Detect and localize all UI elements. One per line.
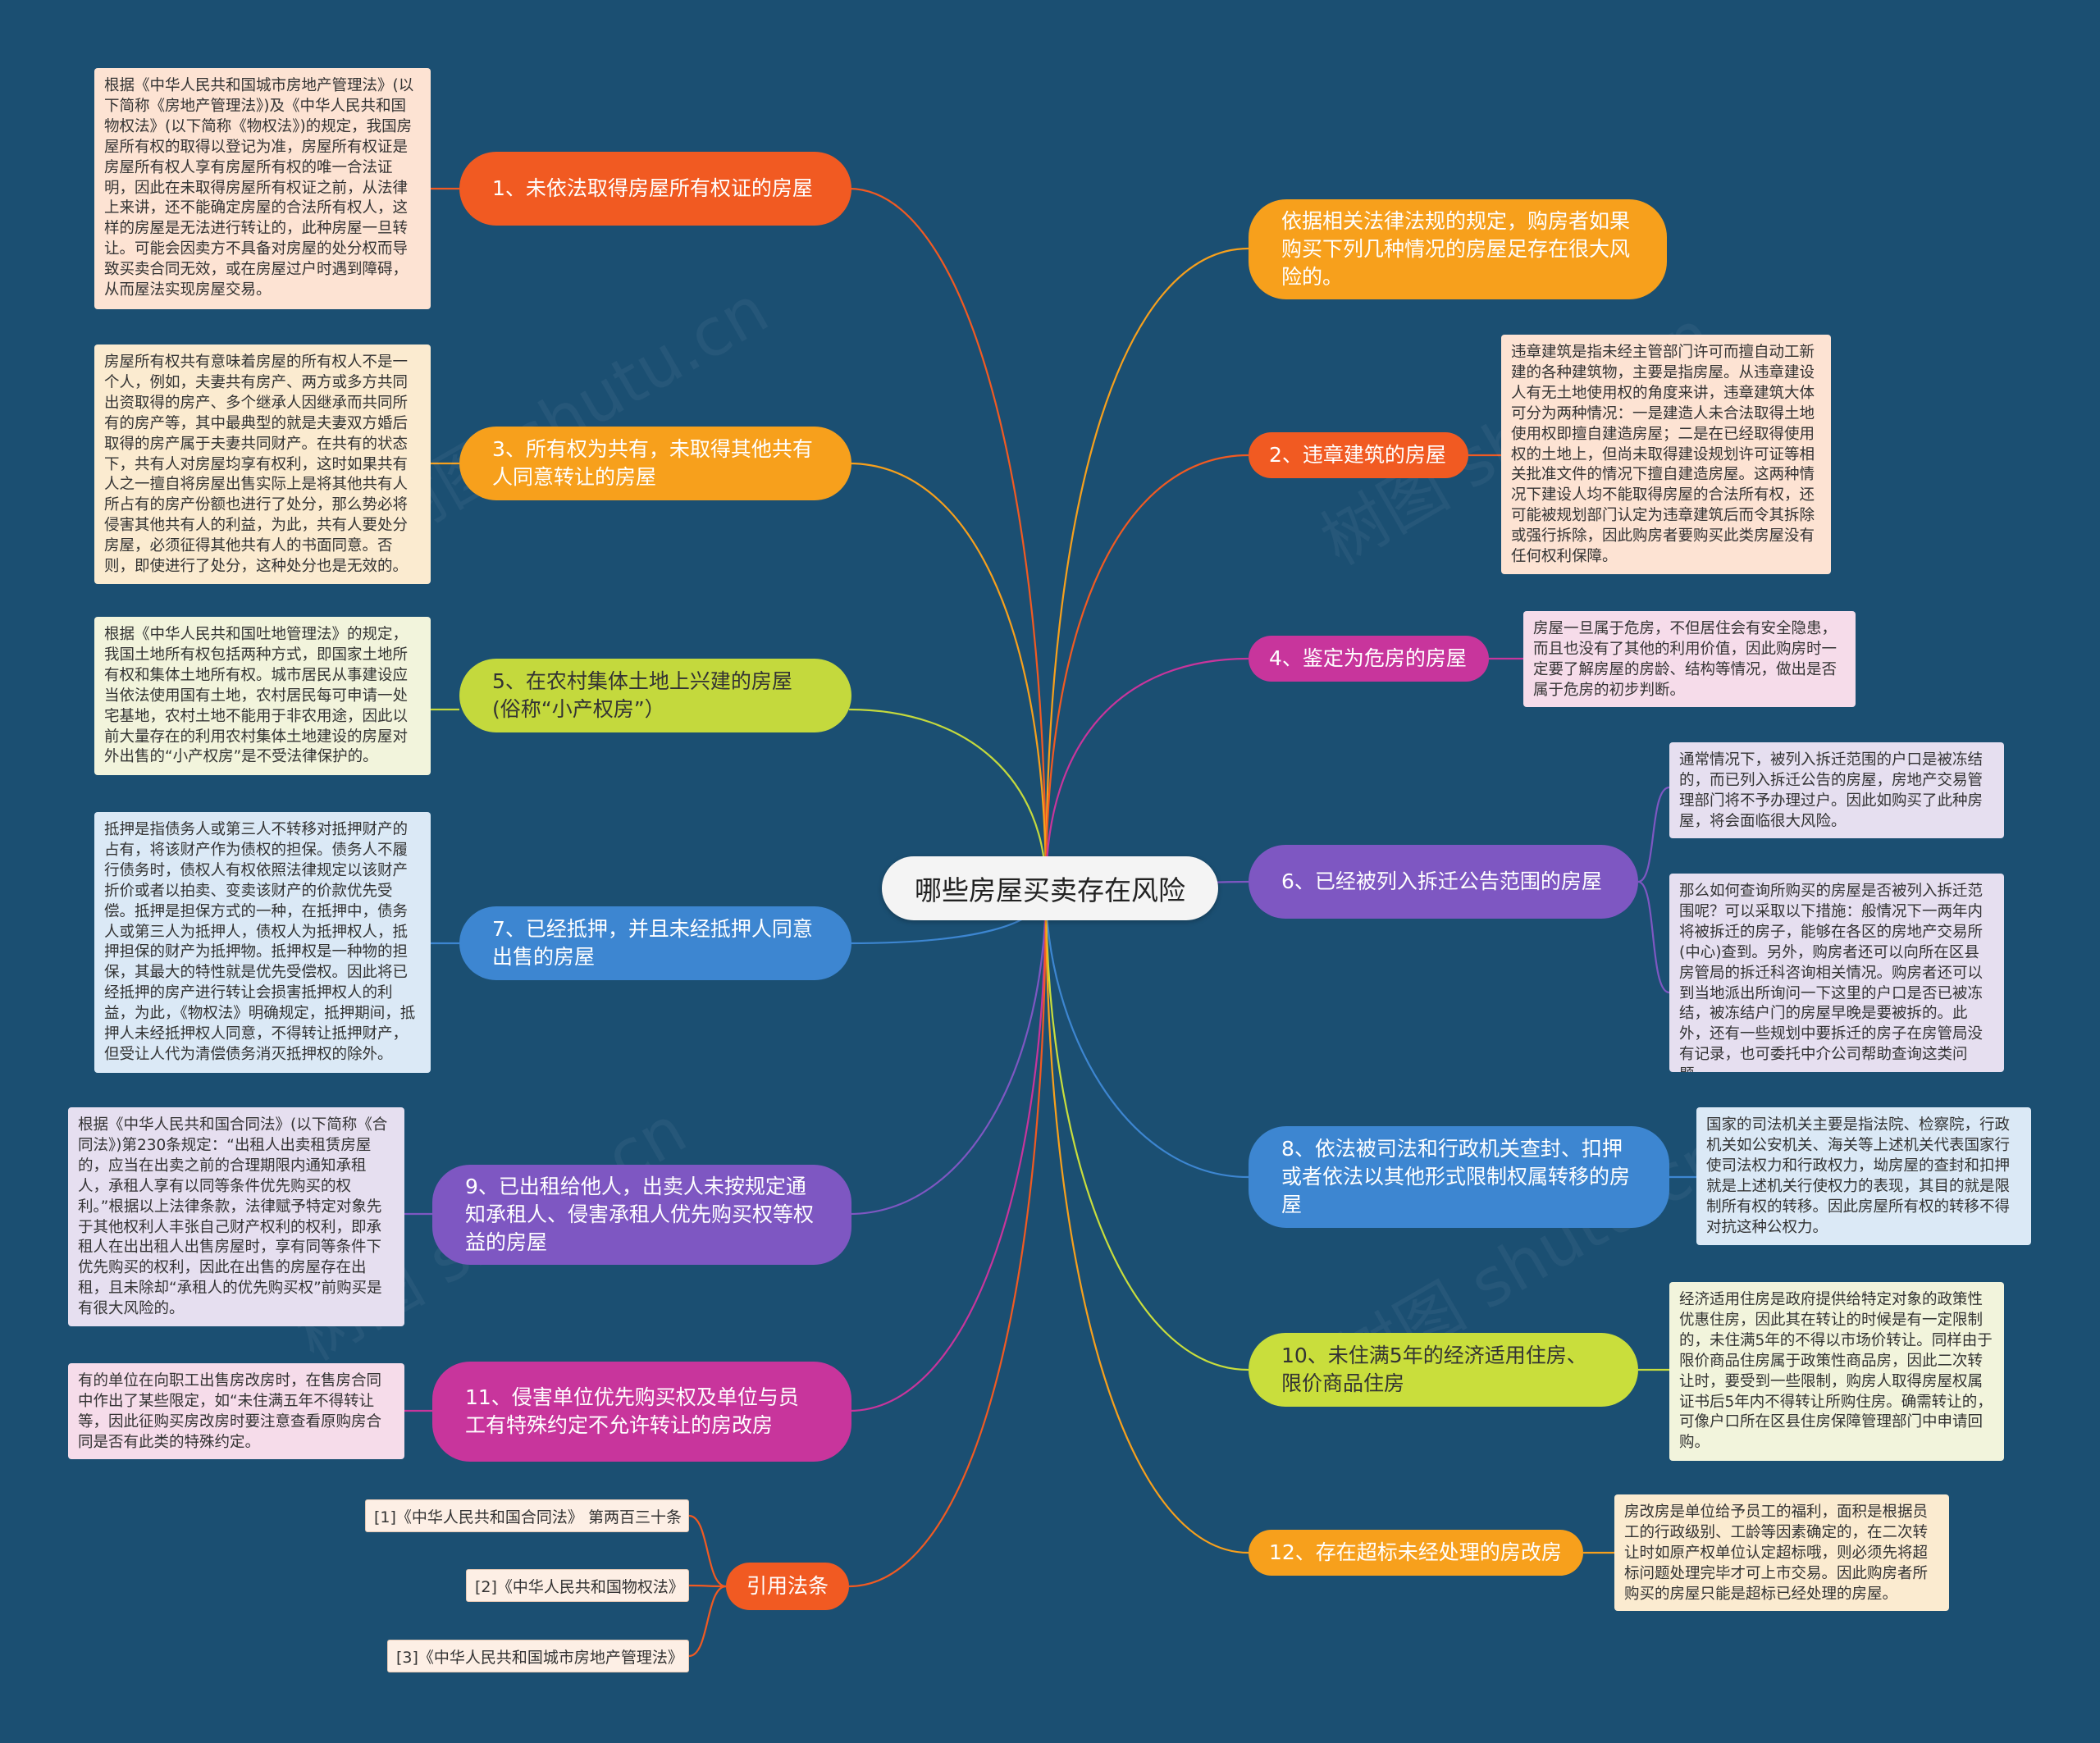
reference-2[interactable]: [2]《中华人民共和国物权法》: [466, 1569, 689, 1602]
topic-9[interactable]: 9、已出租给他人，出卖人未按规定通知承租人、侵害承租人优先购买权等权益的房屋: [432, 1165, 851, 1265]
topic-7[interactable]: 7、已经抵押，并且未经抵押人同意出售的房屋: [459, 906, 851, 980]
topic-2[interactable]: 2、违章建筑的房屋: [1249, 432, 1468, 478]
wire-ref3: [688, 1585, 727, 1658]
topic-intro[interactable]: 依据相关法律法规的规定，购房者如果购买下列几种情况的房屋足存在很大风险的。: [1249, 199, 1667, 299]
topic-8-label: 8、依法被司法和行政机关查封、扣押或者依法以其他形式限制权属转移的房屋: [1281, 1137, 1631, 1216]
topic-10[interactable]: 10、未住满5年的经济适用住房、限价商品住房: [1249, 1333, 1638, 1407]
wire-n6b: [1637, 880, 1670, 994]
topic-5[interactable]: 5、在农村集体土地上兴建的房屋(俗称“小产权房”）: [459, 659, 851, 732]
topic-9-label: 9、已出租给他人，出卖人未按规定通知承租人、侵害承租人优先购买权等权益的房屋: [465, 1175, 815, 1254]
wire-t9: [848, 887, 1048, 1216]
wire-n6a: [1637, 786, 1670, 883]
topic-4[interactable]: 4、鉴定为危房的房屋: [1249, 636, 1489, 682]
wire-intro: [1044, 247, 1249, 889]
topic-6-label: 6、已经被列入拆迁公告范围的房屋: [1281, 869, 1602, 893]
topic-11-label: 11、侵害单位优先购买权及单位与员工有特殊约定不允许转让的房改房: [465, 1385, 799, 1437]
topic-1[interactable]: 1、未依法取得房屋所有权证的房屋: [459, 152, 851, 226]
wire-t8: [1044, 887, 1249, 1179]
wire-t3: [848, 462, 1048, 889]
note-10: 经济适用住房是政府提供给特定对象的政策性优惠住房，因此其在转让的时候是有一定限制…: [1669, 1282, 2004, 1461]
wire-t10: [1044, 887, 1249, 1371]
note-3: 房屋所有权共有意味着房屋的所有权人不是一个人，例如，夫妻共有房产、两方或多方共同…: [94, 344, 431, 584]
note-8: 国家的司法机关主要是指法院、检察院，行政机关如公安机关、海关等上述机关代表国家行…: [1696, 1107, 2031, 1245]
topic-10-label: 10、未住满5年的经济适用住房、限价商品住房: [1281, 1344, 1587, 1395]
wire-t5: [848, 708, 1048, 889]
note-4: 房屋一旦属于危房，不但居住会有安全隐患，而且也没有了其他的利用价值，因此购房时一…: [1523, 611, 1856, 707]
topic-12-label: 12、存在超标未经处理的房改房: [1269, 1540, 1562, 1564]
wire-t12: [1044, 887, 1249, 1554]
topic-law-references[interactable]: 引用法条: [726, 1563, 849, 1610]
wire-ref1: [688, 1514, 727, 1588]
topic-7-label: 7、已经抵押，并且未经抵押人同意出售的房屋: [492, 917, 813, 969]
wire-t1: [848, 187, 1048, 889]
topic-3[interactable]: 3、所有权为共有，未取得其他共有人同意转让的房屋: [459, 427, 851, 500]
note-7: 抵押是指债务人或第三人不转移对抵押财产的占有，将该财产作为债权的担保。债务人不履…: [94, 812, 431, 1073]
note-6b: 那么如何查询所购买的房屋是否被列入拆迁范围呢？可以采取以下措施：般情况下一两年内…: [1669, 874, 2004, 1072]
topic-12[interactable]: 12、存在超标未经处理的房改房: [1249, 1530, 1583, 1576]
reference-1[interactable]: [1]《中华人民共和国合同法》 第两百三十条: [365, 1499, 689, 1532]
topic-6[interactable]: 6、已经被列入拆迁公告范围的房屋: [1249, 845, 1638, 919]
note-1: 根据《中华人民共和国城市房地产管理法》(以下简称《房地产管理法》)及《中华人民共…: [94, 68, 431, 309]
topic-1-label: 1、未依法取得房屋所有权证的房屋: [492, 176, 813, 200]
note-11: 有的单位在向职工出售房改房时，在售房合同中作出了某些限定，如“未住满五年不得转让…: [68, 1363, 404, 1459]
topic-11[interactable]: 11、侵害单位优先购买权及单位与员工有特殊约定不允许转让的房改房: [432, 1362, 851, 1462]
topic-8[interactable]: 8、依法被司法和行政机关查封、扣押或者依法以其他形式限制权属转移的房屋: [1249, 1126, 1669, 1228]
topic-2-label: 2、违章建筑的房屋: [1269, 443, 1446, 467]
topic-3-label: 3、所有权为共有，未取得其他共有人同意转让的房屋: [492, 437, 813, 489]
wire-law: [848, 887, 1048, 1588]
note-6a: 通常情况下，被列入拆迁范围的户口是被冻结的，而已列入拆迁公告的房屋，房地产交易管…: [1669, 742, 2004, 838]
wire-t2: [1044, 454, 1249, 889]
topic-law-label: 引用法条: [746, 1574, 829, 1598]
note-5: 根据《中华人民共和国吐地管理法》的规定，我国土地所有权包括两种方式，即国家土地所…: [94, 617, 431, 775]
note-9: 根据《中华人民共和国合同法》(以下简称《合同法》)第230条规定：“出租人出卖租…: [68, 1107, 404, 1326]
topic-5-label: 5、在农村集体土地上兴建的房屋(俗称“小产权房”）: [492, 669, 792, 721]
topic-intro-label: 依据相关法律法规的规定，购房者如果购买下列几种情况的房屋足存在很大风险的。: [1281, 209, 1631, 289]
note-12: 房改房是单位给予员工的福利，面积是根据员工的行政级别、工龄等因素确定的，在二次转…: [1614, 1494, 1949, 1611]
root-topic[interactable]: 哪些房屋买卖存在风险: [882, 856, 1218, 920]
topic-4-label: 4、鉴定为危房的房屋: [1269, 646, 1467, 670]
wire-t4: [1044, 657, 1249, 889]
reference-3[interactable]: [3]《中华人民共和国城市房地产管理法》: [387, 1640, 689, 1672]
wire-t11: [848, 887, 1048, 1412]
note-2: 违章建筑是指未经主管部门许可而擅自动工新建的各种建筑物，主要是指房屋。从违章建设…: [1501, 335, 1831, 574]
